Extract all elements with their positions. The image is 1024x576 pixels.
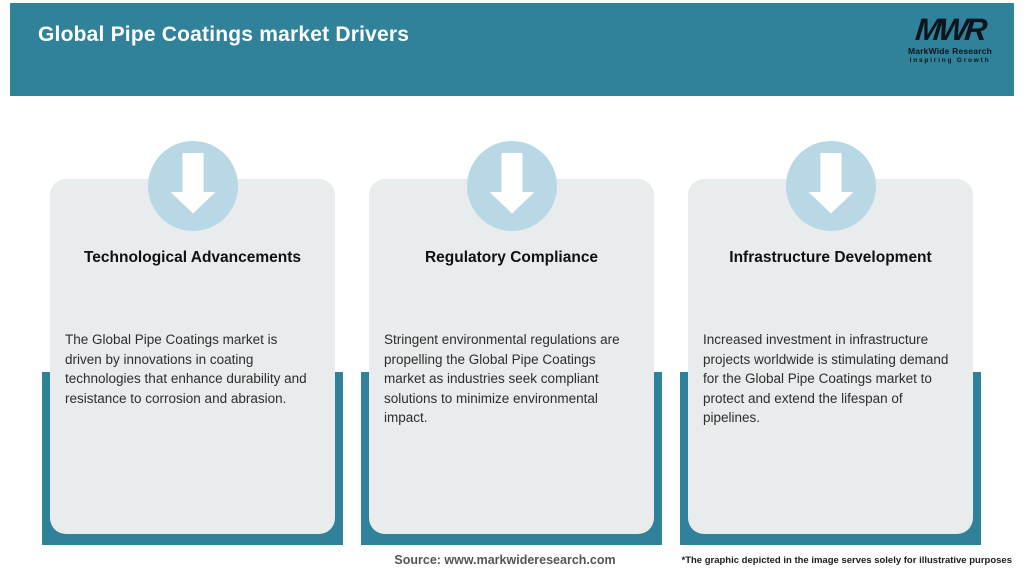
down-arrow-icon: [466, 141, 557, 231]
card-description: Increased investment in infrastructure p…: [703, 332, 949, 425]
mwr-logo-icon: MWR: [913, 12, 987, 47]
card-title: Technological Advancements: [83, 249, 302, 266]
logo-company-name: MarkWide Research: [907, 46, 993, 56]
card-panel: Technological Advancements The Global Pi…: [50, 179, 335, 534]
header-banner: Global Pipe Coatings market Drivers MWR …: [10, 3, 1014, 96]
source-text: Source: www.markwideresearch.com: [394, 553, 616, 567]
driver-card-infrastructure-development: Infrastructure Development Increased inv…: [680, 141, 981, 545]
page-title: Global Pipe Coatings market Drivers: [38, 23, 410, 46]
card-title: Regulatory Compliance: [424, 249, 599, 266]
markwide-logo: MWR MarkWide Research Inspiring Growth: [900, 12, 1000, 64]
logo-tagline: Inspiring Growth: [909, 56, 991, 64]
card-title: Infrastructure Development: [729, 249, 932, 266]
card-panel: Regulatory Compliance Stringent environm…: [369, 179, 654, 534]
driver-card-regulatory-compliance: Regulatory Compliance Stringent environm…: [361, 141, 662, 545]
card-description: Stringent environmental regulations are …: [384, 332, 620, 425]
down-arrow-icon: [785, 141, 876, 231]
down-arrow-icon: [147, 141, 238, 231]
disclaimer-text: *The graphic depicted in the image serve…: [681, 555, 1013, 566]
driver-card-technological-advancements: Technological Advancements The Global Pi…: [42, 141, 343, 545]
card-description: The Global Pipe Coatings market is drive…: [65, 332, 307, 406]
card-panel: Infrastructure Development Increased inv…: [688, 179, 973, 534]
